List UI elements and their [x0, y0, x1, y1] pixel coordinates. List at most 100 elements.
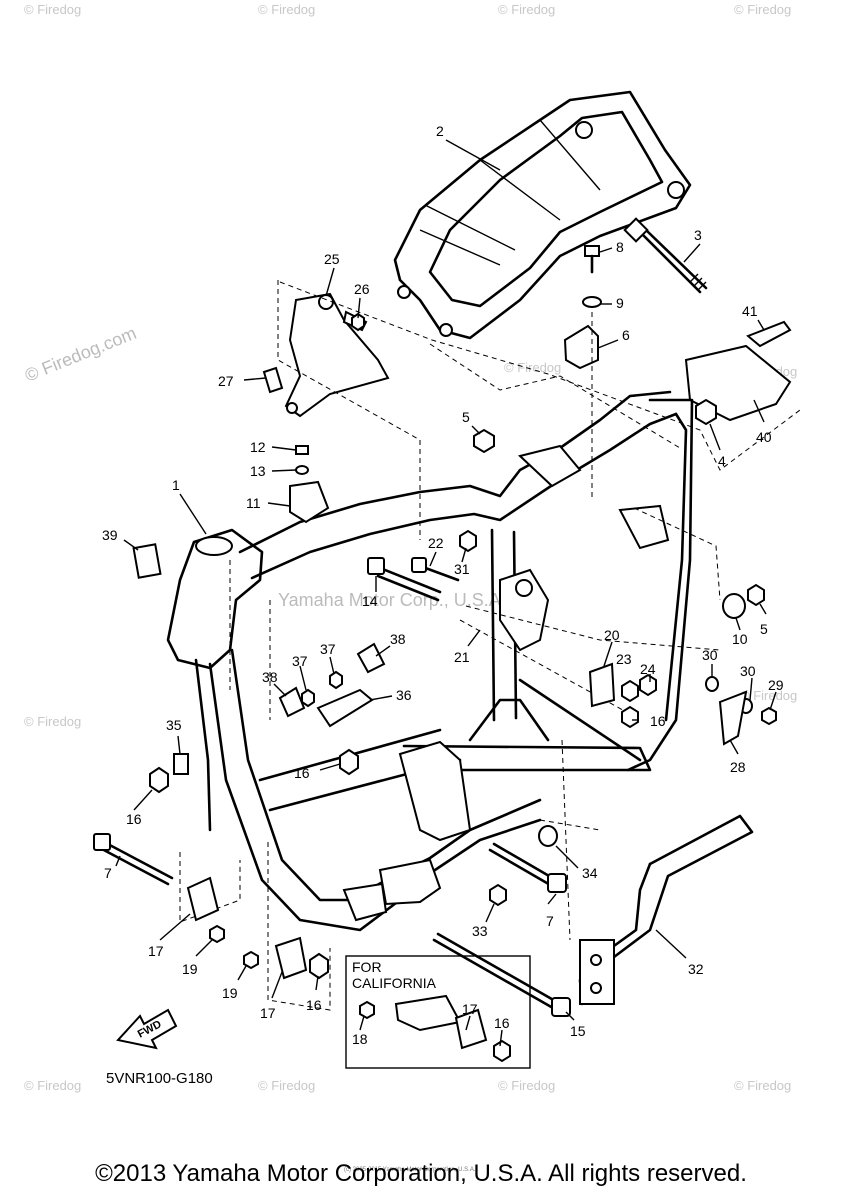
california-title-1: FOR [352, 959, 382, 975]
bolt-33 [489, 883, 507, 907]
callout-label: 27 [218, 373, 234, 389]
watermark: © Firedog [740, 688, 797, 703]
bolt-14 [367, 557, 442, 602]
bolt-37a [329, 670, 343, 690]
cap-34 [538, 825, 558, 847]
watermark: © Firedog [24, 1078, 81, 1093]
callout-label: 38 [390, 631, 406, 647]
callout-label: 5 [760, 621, 768, 637]
callout-label: 11 [246, 495, 261, 511]
watermark: © Firedog [258, 2, 315, 17]
callout-label: 10 [732, 631, 748, 647]
watermark: © Firedog [504, 360, 561, 375]
nut-16a [621, 705, 639, 729]
callout-label: 5 [462, 409, 470, 425]
diagram-code: 5VNR100-G180 [106, 1070, 213, 1087]
nut-16c [149, 766, 169, 794]
callout-label: 25 [324, 251, 340, 267]
plate-20 [588, 662, 616, 708]
callout-label: 22 [428, 535, 444, 551]
main-frame [166, 390, 694, 932]
watermark: © Firedog [258, 1078, 315, 1093]
bolt-7-front [93, 833, 174, 886]
watermark: © Firedog [734, 2, 791, 17]
bolt-7-rear [488, 842, 567, 893]
callout-label: 33 [472, 923, 488, 939]
callout-label: 37 [320, 641, 336, 657]
bolt-5 [473, 428, 495, 454]
watermark: © Firedog [734, 1078, 791, 1093]
callout-label: 17 [148, 943, 164, 959]
bolt-19b [243, 950, 259, 970]
callout-label: 9 [616, 295, 624, 311]
bolt-8 [582, 245, 602, 308]
callout-label: 24 [640, 661, 656, 677]
callout-label: 16 [126, 811, 142, 827]
callout-label: 13 [250, 463, 266, 479]
nut-16d [309, 952, 329, 980]
part-41 [746, 320, 792, 348]
callout-label: 4 [718, 453, 726, 469]
bolt-31 [459, 529, 477, 553]
watermark-center: Yamaha Motor Corp., U.S.A. [278, 590, 506, 610]
callout-labels: 2 3 8 9 25 26 6 41 27 40 5 4 12 13 11 1 … [102, 123, 784, 1047]
bolt-3 [623, 217, 708, 294]
callout-label: 37 [292, 653, 308, 669]
nut-4 [695, 398, 717, 426]
callout-label: 19 [182, 961, 198, 977]
rear-frame [393, 90, 692, 340]
callout-label: 17 [260, 1005, 276, 1021]
callout-label: 16 [306, 997, 322, 1013]
bracket-36 [316, 688, 374, 728]
nut-16b [339, 748, 359, 776]
clip-38a [356, 642, 386, 674]
callout-label: 1 [172, 477, 180, 493]
bolt-12 [295, 445, 309, 455]
bracket-28 [718, 690, 748, 746]
callout-leaders [115, 139, 777, 1047]
watermark: © Firedog [24, 2, 81, 17]
plate-17a [186, 876, 220, 922]
callout-label: 17 [462, 1001, 478, 1017]
callout-label: 41 [742, 303, 758, 319]
callout-label: 14 [362, 593, 378, 609]
callout-label: 31 [454, 561, 470, 577]
callout-label: 19 [222, 985, 238, 1001]
sticker-39 [132, 543, 162, 579]
callout-label: 3 [694, 227, 702, 243]
callout-label: 18 [352, 1031, 368, 1047]
bolt-22 [411, 557, 460, 582]
bolt-29 [761, 706, 777, 726]
callout-label: 20 [604, 627, 620, 643]
plate-17b [274, 936, 308, 980]
callout-label: 35 [166, 717, 182, 733]
watermark-side: © Firedog.com [22, 323, 139, 386]
fasteners [132, 312, 777, 980]
callout-label: 38 [262, 669, 278, 685]
callout-label: 30 [740, 663, 756, 679]
nut-24 [639, 673, 657, 697]
nut-23 [621, 679, 639, 703]
watermark: © Firedog [24, 714, 81, 729]
bolt-5b [747, 583, 765, 607]
callout-label: 34 [582, 865, 598, 881]
clip-38b [278, 686, 306, 718]
watermark: © Firedog [498, 2, 555, 17]
bracket-32 [578, 814, 754, 1006]
callout-label: 36 [396, 687, 412, 703]
cap-10 [722, 593, 746, 619]
callout-label: 29 [768, 677, 784, 693]
callout-label: 23 [616, 651, 632, 667]
callout-label: 28 [730, 759, 746, 775]
copyright-notice: ©2013 Yamaha Motor Corporation, U.S.A. A… [95, 1160, 747, 1187]
callout-label: 7 [546, 913, 554, 929]
watermark: © Firedog [498, 1078, 555, 1093]
bolt-19a [209, 924, 225, 944]
callout-label: 15 [570, 1023, 586, 1039]
tiny-print: (c) 2005-2015 Yamaha Motor Corporation, … [344, 1167, 476, 1173]
callout-label: 8 [616, 239, 624, 255]
bracket-6 [563, 324, 599, 370]
callout-label: 39 [102, 527, 118, 543]
callout-label: 2 [436, 123, 444, 139]
